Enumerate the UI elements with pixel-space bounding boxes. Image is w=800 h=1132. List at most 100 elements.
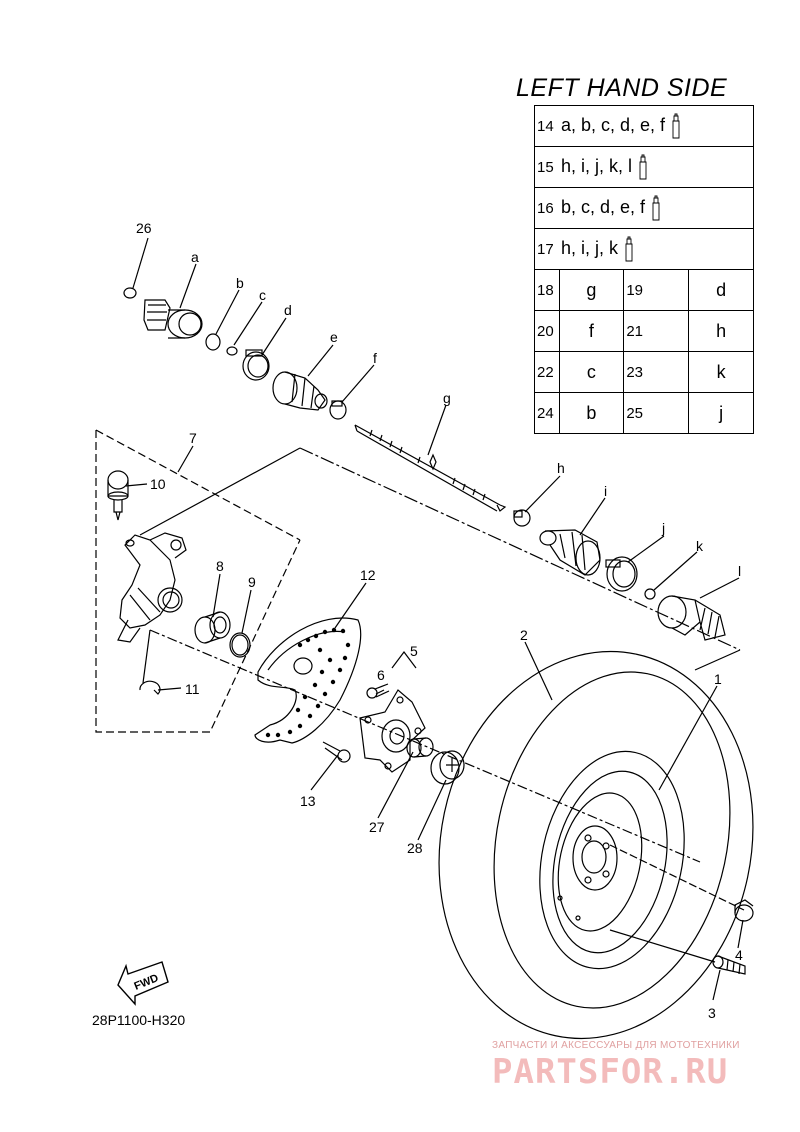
hub-center-line xyxy=(149,629,701,863)
knuckle-group-outline-top xyxy=(95,429,301,541)
callout-l: l xyxy=(738,563,741,579)
callout-c: c xyxy=(259,287,266,303)
kit-number: 16 xyxy=(534,187,559,229)
callout-13: 13 xyxy=(300,793,316,809)
callout-28: 28 xyxy=(407,840,423,856)
circlip-26 xyxy=(123,287,137,299)
tire-2 xyxy=(438,650,754,1040)
callout-7: 7 xyxy=(189,430,197,446)
item-part: j xyxy=(688,392,754,434)
fwd-label: FWD xyxy=(133,972,161,993)
callout-a: a xyxy=(191,249,199,265)
callout-b: b xyxy=(236,275,244,291)
circlip-k xyxy=(644,588,656,600)
circlip-c xyxy=(226,346,238,356)
item-part: g xyxy=(558,269,625,311)
kit-number: 17 xyxy=(534,228,559,270)
callout-f: f xyxy=(373,350,377,366)
callout-labels: 26 a b c d e f g h i j k l 7 10 8 9 12 5… xyxy=(136,220,743,1021)
item-number: 24 xyxy=(534,392,559,434)
callout-1: 1 xyxy=(714,671,722,687)
grease-tube-icon xyxy=(652,195,660,221)
item-number: 23 xyxy=(623,351,689,393)
watermark-logo: PARTSFOR.RU xyxy=(492,1052,729,1092)
kit-parts-text: b, c, d, e, f xyxy=(561,196,646,217)
legend-title: LEFT HAND SIDE xyxy=(516,74,728,102)
cv-joint-outer-a xyxy=(143,299,203,339)
drive-shaft-g xyxy=(354,424,507,512)
fwd-arrow: FWD xyxy=(117,961,169,1006)
valve-line xyxy=(609,929,716,963)
rim-1 xyxy=(539,750,685,970)
boot-band-j xyxy=(605,556,638,592)
callout-5: 5 xyxy=(410,643,418,659)
boot-band-f xyxy=(329,400,347,420)
brake-disc-12 xyxy=(254,617,362,744)
kit-row: 14 a, b, c, d, e, f xyxy=(534,105,754,147)
kit-parts: h, i, j, k, l xyxy=(559,146,754,188)
axle-nut-27 xyxy=(406,737,434,758)
bearing-8 xyxy=(194,611,231,644)
steering-knuckle-7 xyxy=(117,532,187,643)
callout-8: 8 xyxy=(216,558,224,574)
callout-2: 2 xyxy=(520,627,528,643)
callout-4: 4 xyxy=(735,947,743,963)
item-part: k xyxy=(688,351,754,393)
item-part: f xyxy=(558,310,625,352)
grease-tube-icon xyxy=(672,113,680,139)
wheel-hub-5 xyxy=(359,689,426,773)
grease-tube-icon xyxy=(639,154,647,180)
kit-parts-text: h, i, j, k xyxy=(561,237,619,258)
callout-27: 27 xyxy=(369,819,385,835)
wheel-nut-4 xyxy=(734,899,754,922)
watermark-caption: ЗАПЧАСТИ И АКСЕССУАРЫ ДЛЯ МОТОТЕХНИКИ xyxy=(492,1040,740,1051)
boot-i xyxy=(539,529,601,576)
kit-parts-text: h, i, j, k, l xyxy=(561,155,633,176)
kit-legend: LEFT HAND SIDE 14 a, b, c, d, e, f 15 h,… xyxy=(510,74,755,434)
legend-table: 14 a, b, c, d, e, f 15 h, i, j, k, l 16 … xyxy=(534,105,754,434)
callout-h: h xyxy=(557,460,565,476)
callout-26: 26 xyxy=(136,220,152,236)
item-number: 21 xyxy=(623,310,689,352)
cv-joint-inner-l xyxy=(657,595,726,641)
callout-3: 3 xyxy=(708,1005,716,1021)
callout-e: e xyxy=(330,329,338,345)
pair-row: 24 b 25 j xyxy=(534,392,754,434)
leader-lines xyxy=(125,237,744,1001)
callout-6: 6 xyxy=(377,667,385,683)
item-part: b xyxy=(558,392,625,434)
ball-joint-10 xyxy=(107,470,129,521)
diagram-code: 28P1100-H320 xyxy=(92,1012,186,1028)
callout-k: k xyxy=(696,538,704,554)
pair-row: 20 f 21 h xyxy=(534,310,754,352)
item-part: c xyxy=(558,351,625,393)
kit-parts: a, b, c, d, e, f xyxy=(559,105,754,147)
circlip-11 xyxy=(139,680,161,695)
boot-band-h xyxy=(513,509,531,527)
reference-line xyxy=(694,649,741,671)
kit-row: 17 h, i, j, k xyxy=(534,228,754,270)
item-part: d xyxy=(688,269,754,311)
kit-parts-text: a, b, c, d, e, f xyxy=(561,114,666,135)
grease-tube-icon xyxy=(625,236,633,262)
kit-row: 16 b, c, d, e, f xyxy=(534,187,754,229)
kit-parts: b, c, d, e, f xyxy=(559,187,754,229)
callout-g: g xyxy=(443,390,451,406)
callout-i: i xyxy=(604,483,607,499)
kit-parts: h, i, j, k xyxy=(559,228,754,270)
axle-center-line xyxy=(299,447,741,651)
callout-12: 12 xyxy=(360,567,376,583)
item-number: 22 xyxy=(534,351,559,393)
callout-j: j xyxy=(661,520,665,536)
boot-band-d xyxy=(242,349,270,381)
callout-d: d xyxy=(284,302,292,318)
pair-row: 22 c 23 k xyxy=(534,351,754,393)
item-number: 20 xyxy=(534,310,559,352)
callout-9: 9 xyxy=(248,574,256,590)
bolt-13 xyxy=(322,741,351,763)
clip-b xyxy=(205,333,221,351)
knuckle-group-outline xyxy=(95,430,301,733)
item-number: 25 xyxy=(623,392,689,434)
